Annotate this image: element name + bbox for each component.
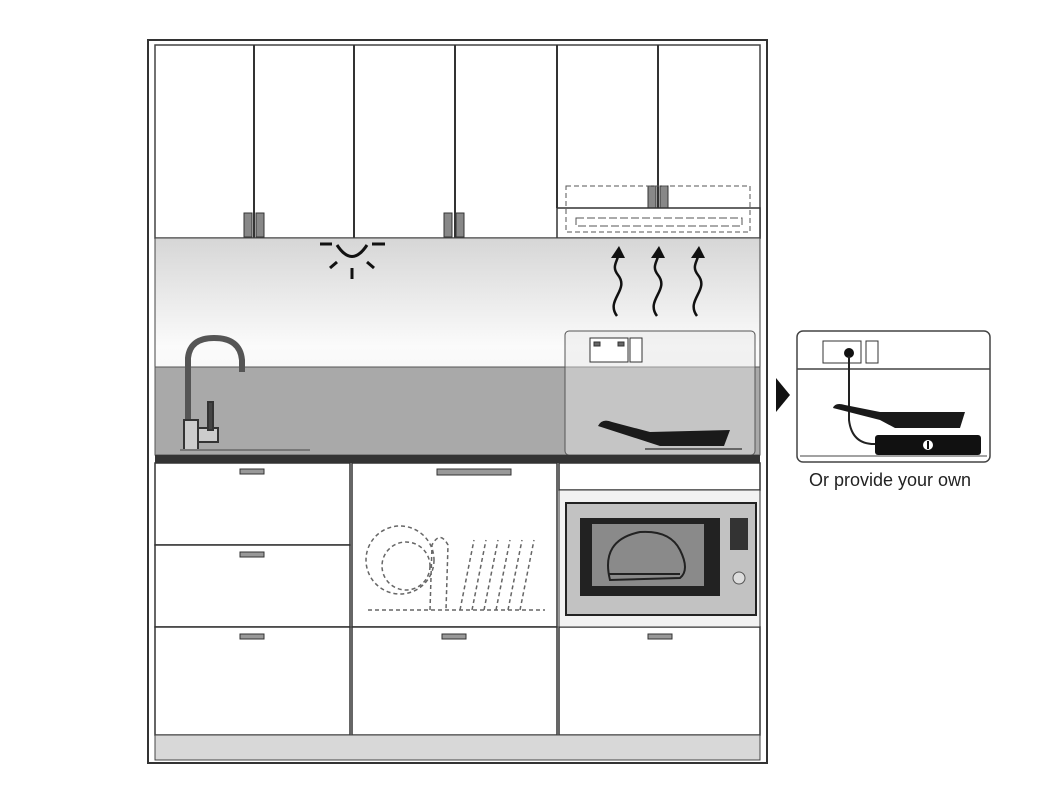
inset-panel	[796, 330, 991, 463]
microwave-icon	[558, 489, 761, 628]
steam-arrow-icon	[612, 251, 703, 317]
dishwasher-plates	[365, 525, 545, 611]
lower-cabinets	[154, 462, 761, 736]
power-outlet-icon	[589, 337, 643, 363]
drawer-handles	[239, 468, 673, 640]
plinth	[154, 734, 761, 761]
frying-pan-icon	[598, 420, 730, 446]
induction-hob-icon	[875, 435, 981, 455]
countertop	[155, 455, 760, 463]
light-icon	[320, 242, 385, 279]
inset-caption: Or provide your own	[808, 470, 972, 490]
range-hood	[556, 185, 761, 239]
arrow-right-icon	[776, 378, 790, 412]
upper-cabinets	[253, 45, 659, 238]
